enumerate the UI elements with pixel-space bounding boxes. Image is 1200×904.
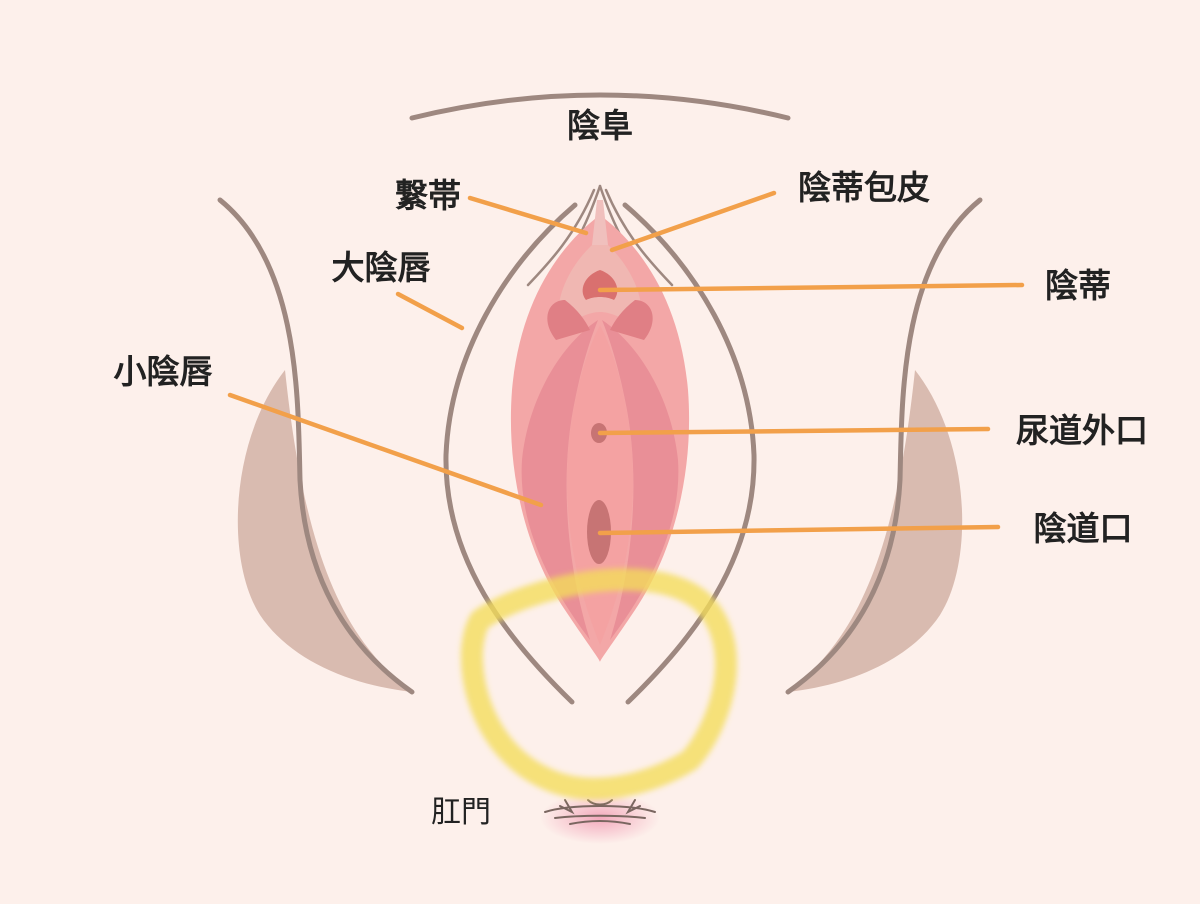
left-thigh-shade: [237, 370, 412, 692]
label-anus: 肛門: [431, 795, 491, 830]
labia-minora-left: [521, 320, 598, 640]
right-thigh-outline: [785, 197, 983, 695]
label-clitoris: 陰蒂: [1045, 266, 1111, 305]
anus-shape: [544, 799, 656, 825]
labia-majora-right-outline: [622, 202, 757, 705]
labia-majora-left-outline: [443, 202, 578, 705]
highlight-ring: [460, 568, 737, 800]
mons-curve: [409, 92, 791, 121]
right-thigh-shade: [788, 370, 963, 692]
labia-minora-fold-left: [547, 300, 590, 340]
label-labia-minora: 小陰唇: [114, 352, 213, 391]
labia-minora-right: [602, 320, 679, 640]
label-mons-pubis: 陰阜: [567, 106, 633, 145]
anus-glow: [540, 792, 660, 844]
frenulum-shape: [592, 200, 608, 245]
left-thigh-outline: [217, 197, 415, 695]
label-frenulum: 繋帯: [395, 176, 461, 215]
leader-lines: [227, 190, 1025, 536]
label-urethral-opening: 尿道外口: [1016, 411, 1148, 450]
label-vaginal-opening: 陰道口: [1034, 509, 1133, 548]
vestibule: [567, 325, 633, 645]
label-clitoral-hood: 陰蒂包皮: [798, 168, 930, 207]
label-labia-majora: 大陰唇: [332, 248, 431, 287]
clitoris-shape: [582, 270, 618, 300]
labia-minora-fold-right: [610, 300, 653, 340]
